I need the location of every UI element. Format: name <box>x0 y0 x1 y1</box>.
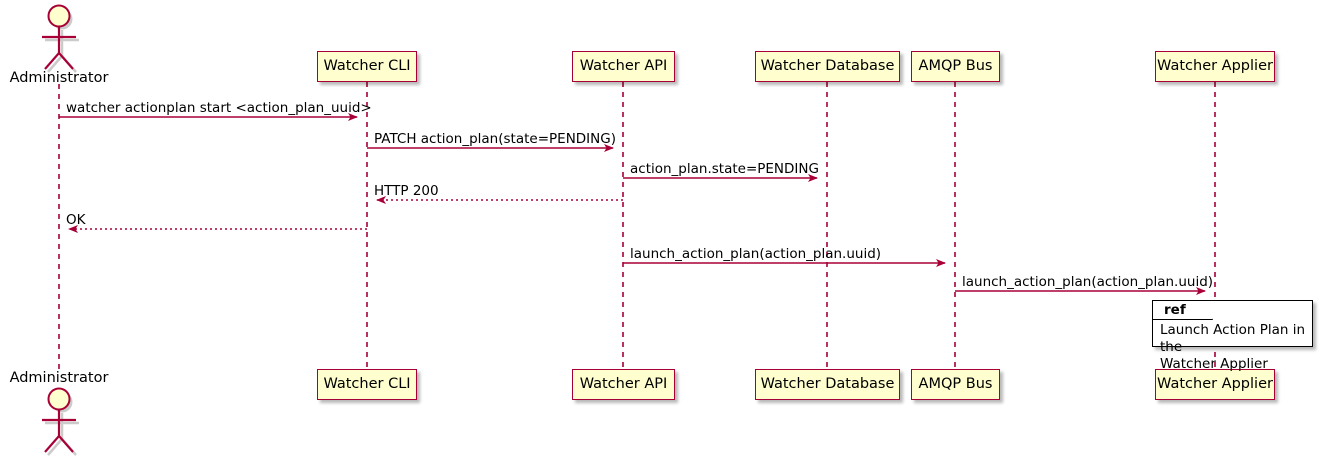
participant-label-watcher-api-bottom: Watcher API <box>579 376 668 392</box>
actor-figure-administrator-top <box>42 4 79 73</box>
lifelines-group <box>58 82 1216 371</box>
participant-box-watcher-database-top[interactable]: Watcher Database <box>755 51 900 82</box>
participant-box-amqp-bus-top[interactable]: AMQP Bus <box>911 51 1000 82</box>
ref-fragment-box[interactable]: ref Launch Action Plan in the Watcher Ap… <box>1152 300 1313 372</box>
participant-label-watcher-cli-top: Watcher CLI <box>323 58 411 74</box>
actor-label-administrator-bottom: Administrator <box>9 370 109 386</box>
participant-label-amqp-bus-bottom: AMQP Bus <box>918 376 993 392</box>
message-label-2: PATCH action_plan(state=PENDING) <box>374 131 616 147</box>
ref-fragment-text-line-2: Watcher Applier <box>1160 356 1268 372</box>
participant-label-watcher-applier-top: Watcher Applier <box>1157 58 1273 74</box>
actor-figures-group <box>42 4 79 456</box>
ref-fragment-text: Launch Action Plan in the Watcher Applie… <box>1160 322 1312 373</box>
actor-figure-administrator-bottom <box>42 387 79 456</box>
participant-box-watcher-applier-bottom[interactable]: Watcher Applier <box>1155 369 1275 400</box>
participant-label-watcher-cli-bottom: Watcher CLI <box>323 376 411 392</box>
participant-label-watcher-database-bottom: Watcher Database <box>760 376 895 392</box>
message-arrows-group <box>59 113 1206 295</box>
message-label-5: OK <box>66 212 86 228</box>
message-label-7: launch_action_plan(action_plan.uuid) <box>962 274 1214 290</box>
ref-fragment-text-line-1: Launch Action Plan in the <box>1160 322 1306 355</box>
participant-box-watcher-cli-bottom[interactable]: Watcher CLI <box>317 369 417 400</box>
message-label-6: launch_action_plan(action_plan.uuid) <box>630 246 882 262</box>
participant-box-watcher-api-top[interactable]: Watcher API <box>572 51 675 82</box>
actor-label-administrator-top: Administrator <box>9 70 109 86</box>
participant-label-watcher-api-top: Watcher API <box>579 58 668 74</box>
participant-label-watcher-database-top: Watcher Database <box>760 58 895 74</box>
participant-box-watcher-api-bottom[interactable]: Watcher API <box>572 369 675 400</box>
participant-box-amqp-bus-bottom[interactable]: AMQP Bus <box>911 369 1000 400</box>
participant-label-watcher-applier-bottom: Watcher Applier <box>1157 376 1273 392</box>
participant-box-watcher-database-bottom[interactable]: Watcher Database <box>755 369 900 400</box>
participant-box-watcher-cli-top[interactable]: Watcher CLI <box>317 51 417 82</box>
message-label-1: watcher actionplan start <action_plan_uu… <box>66 100 372 116</box>
ref-fragment-tab-label: ref <box>1164 302 1186 318</box>
participant-label-amqp-bus-top: AMQP Bus <box>918 58 993 74</box>
participant-box-watcher-applier-top[interactable]: Watcher Applier <box>1155 51 1275 82</box>
message-label-3: action_plan.state=PENDING <box>630 161 819 177</box>
message-label-4: HTTP 200 <box>374 183 439 199</box>
